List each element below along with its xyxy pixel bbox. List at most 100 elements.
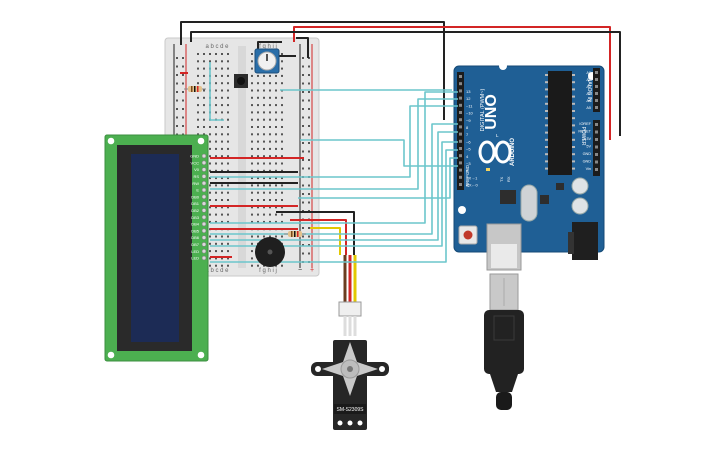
breadboard-hole	[281, 74, 283, 77]
rail-hole	[308, 82, 310, 85]
arduino-uno: UNO ARDUINO DIGITAL (PWM~) ANALOG IN POW…	[453, 62, 605, 271]
analog-pin-label: A2	[586, 85, 591, 89]
breadboard-hole	[227, 60, 229, 63]
breadboard-hole	[281, 206, 283, 209]
chip-leg	[545, 74, 548, 76]
breadboard-hole	[269, 184, 271, 187]
breadboard-hole	[221, 155, 223, 158]
chip-leg	[572, 131, 575, 134]
chip-leg	[572, 110, 575, 112]
breadboard-hole	[221, 206, 223, 209]
breadboard-hole	[209, 147, 211, 150]
breadboard-hole	[269, 162, 271, 165]
breadboard-hole	[251, 89, 253, 92]
rail-plus-label: +	[310, 267, 314, 274]
wire-rail-gnd	[296, 37, 309, 58]
breadboard-hole	[227, 147, 229, 150]
breadboard-hole	[275, 74, 277, 77]
breadboard-hole	[203, 104, 205, 107]
breadboard-hole	[215, 177, 217, 180]
breadboard-hole	[203, 60, 205, 63]
rail-hole	[176, 82, 178, 85]
rail-hole	[308, 235, 310, 238]
breadboard-hole	[257, 155, 259, 158]
rail-hole	[308, 193, 310, 195]
chip-leg	[545, 146, 548, 148]
lcd-pin-label: LED	[191, 256, 199, 261]
digital-pin	[459, 175, 462, 179]
power-pin	[595, 138, 598, 141]
breadboard-hole	[263, 140, 265, 143]
breadboard-hole	[221, 126, 223, 128]
breadboard-hole	[227, 155, 229, 158]
l-led-label: L	[496, 133, 499, 138]
breadboard-hole	[215, 242, 217, 245]
breadboard-hole	[221, 67, 223, 70]
breadboard-hole	[275, 133, 277, 136]
servo-motor: SM-S2309S	[311, 255, 389, 430]
breadboard-hole	[275, 177, 277, 180]
digital-pin-label: ~10	[466, 111, 474, 116]
breadboard-hole	[257, 213, 259, 216]
breadboard-hole	[281, 235, 283, 238]
arduino-brand-label: ARDUINO	[510, 138, 516, 166]
breadboard-hole	[275, 162, 277, 165]
breadboard-hole	[227, 118, 229, 121]
breadboard-hole	[275, 213, 277, 216]
arduino-logo-group: UNO	[483, 94, 500, 130]
rail-hole	[308, 252, 310, 255]
breadboard-hole	[269, 126, 271, 128]
breadboard-hole	[257, 206, 259, 209]
breadboard-hole	[209, 250, 211, 253]
breadboard-hole	[221, 169, 223, 172]
breadboard-hole	[215, 162, 217, 165]
rail-hole	[176, 125, 178, 127]
breadboard-hole	[197, 104, 199, 107]
chip-leg	[545, 131, 548, 134]
breadboard-hole	[263, 199, 265, 201]
right-header-pins	[595, 71, 598, 171]
analog-header	[593, 68, 600, 112]
rail-hole	[302, 227, 304, 229]
breadboard-hole	[221, 199, 223, 201]
power-pin-label: 5V	[586, 145, 591, 149]
power-pin	[595, 160, 598, 164]
digital-pin-label: ~11	[466, 103, 473, 108]
breadboard-hole	[197, 111, 199, 114]
breadboard-hole	[263, 96, 265, 99]
breadboard-hole	[251, 199, 253, 201]
lcd-screen	[131, 154, 179, 342]
arduino-mount-hole	[458, 206, 466, 214]
rail-hole	[302, 150, 304, 153]
breadboard-hole	[269, 96, 271, 99]
tx-led-label: TX	[499, 177, 504, 182]
rail-hole	[308, 99, 310, 102]
lcd-pin-label: DB0	[191, 194, 200, 199]
breadboard-hole	[251, 257, 253, 260]
breadboard-hole	[269, 155, 271, 158]
lcd-pin	[201, 201, 207, 206]
rail-hole	[302, 91, 304, 93]
breadboard-hole	[251, 126, 253, 128]
digital-pin-label: 13	[466, 89, 471, 94]
digital-pin	[459, 168, 462, 172]
lcd-pin-label: DB6	[191, 235, 200, 240]
breadboard-hole	[269, 82, 271, 85]
push-button[interactable]	[234, 74, 248, 88]
breadboard-hole	[227, 184, 229, 187]
breadboard-hole	[281, 60, 283, 63]
digital-pwm-label: DIGITAL (PWM~)	[480, 89, 486, 132]
breadboard-hole	[209, 155, 211, 158]
breadboard-hole	[251, 213, 253, 216]
power-pin	[595, 145, 598, 149]
reset-button-cap[interactable]	[463, 230, 473, 240]
breadboard-hole	[281, 169, 283, 172]
arduino-infinity-logo	[478, 140, 512, 164]
lcd-mount-hole	[107, 351, 115, 359]
analog-pin	[595, 99, 598, 102]
breadboard-hole	[221, 235, 223, 238]
breadboard-hole	[215, 191, 217, 194]
breadboard-hole	[227, 53, 229, 55]
potentiometer[interactable]	[254, 48, 280, 74]
rail-hole	[302, 142, 304, 144]
